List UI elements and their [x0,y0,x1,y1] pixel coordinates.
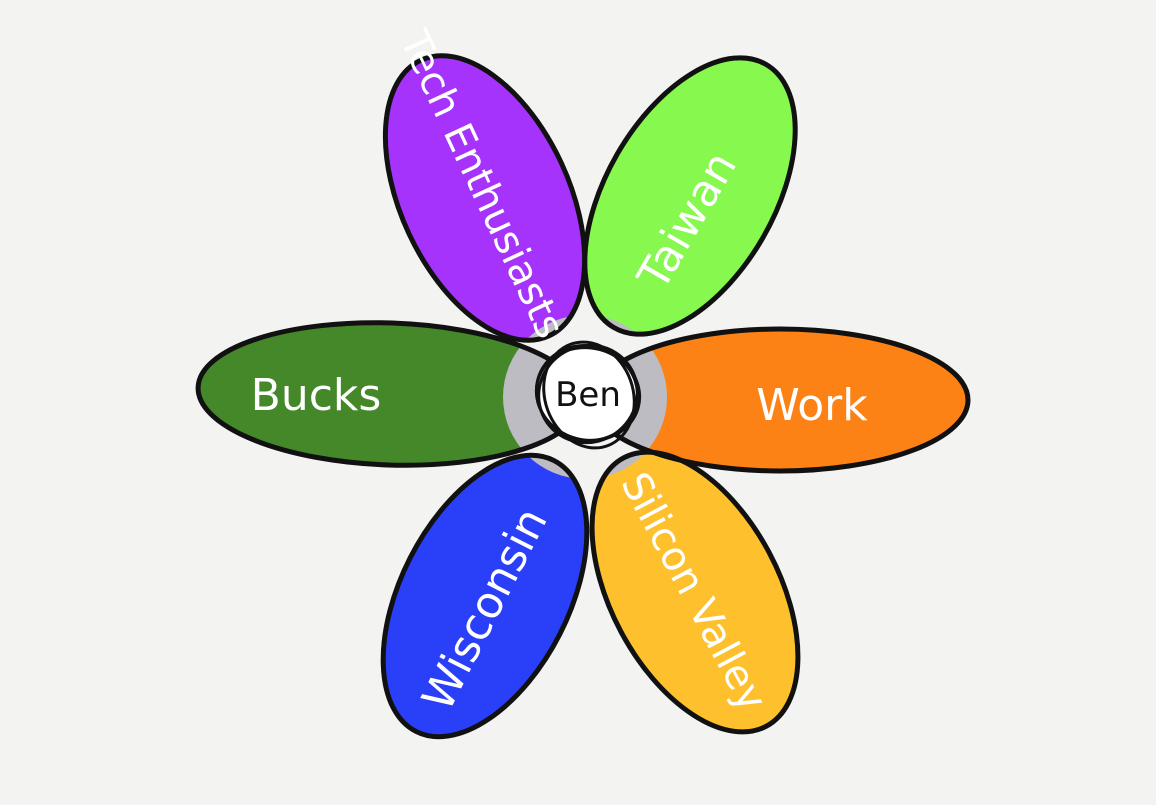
center-node: Ben [534,340,642,450]
petal-wisconsin [383,455,587,737]
center-circle-scribble [534,340,642,450]
petal-silicon-valley [592,452,798,732]
center-circle-fill [540,346,636,442]
center-label: Ben [555,375,621,415]
petal-tech-enthusiasts [385,55,585,341]
petal-bucks [198,322,582,466]
label-bucks: Bucks [251,370,382,421]
petal-work [592,329,968,471]
label-work: Work [756,380,868,431]
